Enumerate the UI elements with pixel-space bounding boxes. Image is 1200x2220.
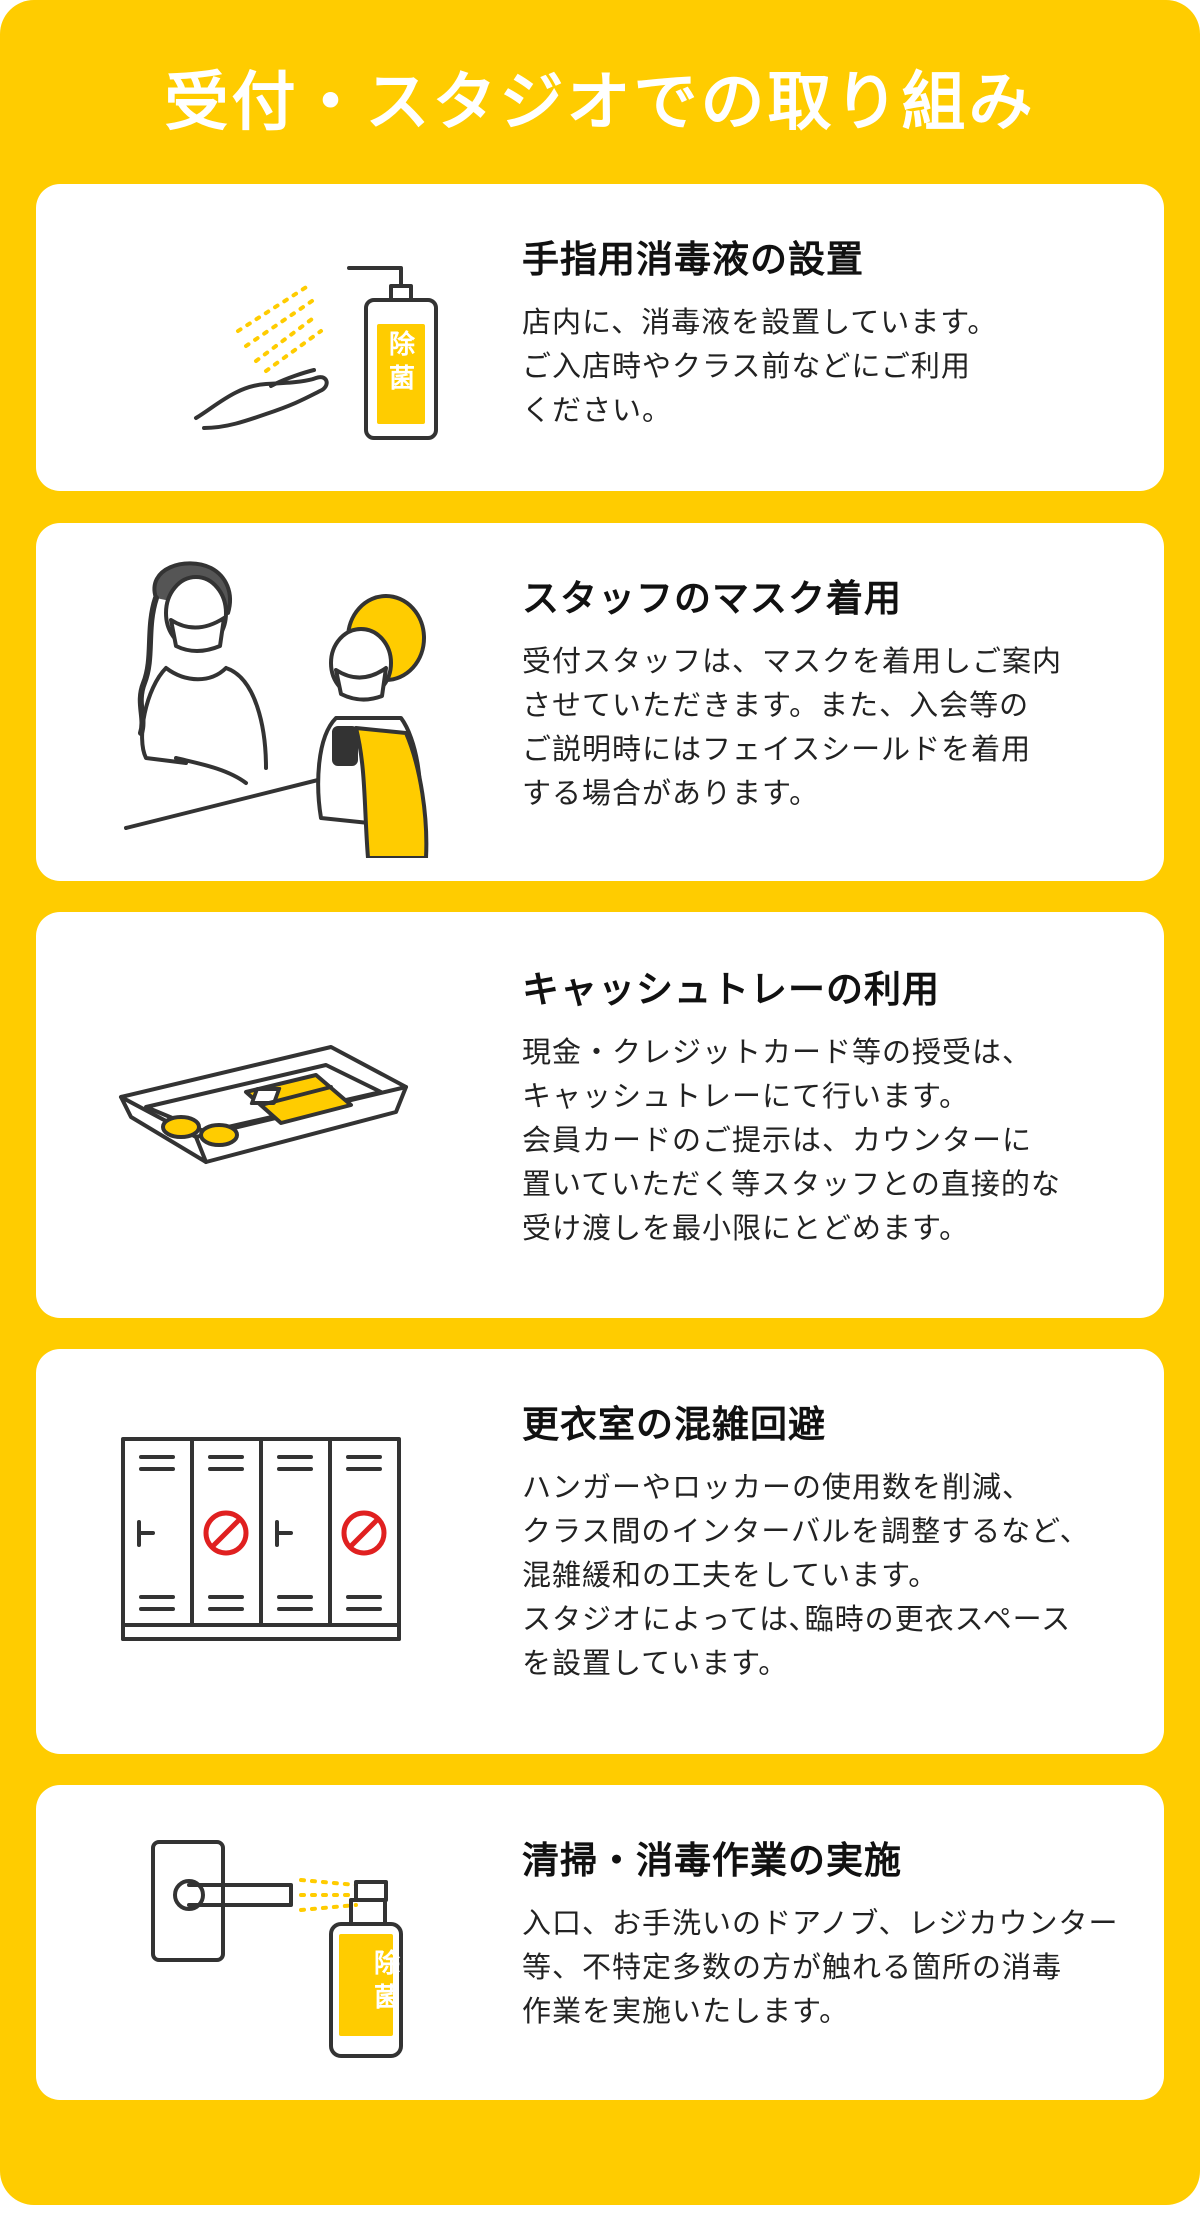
bottle-label: 除菌 bbox=[373, 1949, 400, 2013]
masked-staff-icon bbox=[36, 523, 476, 881]
card-cleaning: 除菌 清掃・消毒作業の実施 入口、お手洗いのドアノブ、レジカウンター 等、不特定… bbox=[36, 1785, 1164, 2100]
card-title: キャッシュトレーの利用 bbox=[522, 968, 940, 1011]
card-hand-sanitizer: 除菌 手指用消毒液の設置 店内に、消毒液を設置しています。 ご入店時やクラス前な… bbox=[36, 184, 1164, 491]
card-title: 手指用消毒液の設置 bbox=[522, 238, 864, 281]
card-staff-mask: スタッフのマスク着用 受付スタッフは、マスクを着用しご案内 させていただきます。… bbox=[36, 523, 1164, 881]
page-title: 受付・スタジオでの取り組み bbox=[164, 66, 1036, 140]
cash-tray-icon bbox=[36, 912, 476, 1318]
card-title: 清掃・消毒作業の実施 bbox=[522, 1839, 902, 1882]
card-body: ハンガーやロッカーの使用数を削減、 クラス間のインターバルを調整するなど、 混雑… bbox=[522, 1470, 1090, 1680]
bottle-label: 除菌 bbox=[388, 330, 415, 394]
card-body: 入口、お手洗いのドアノブ、レジカウンター 等、不特定多数の方が触れる箇所の消毒 … bbox=[522, 1906, 1119, 2028]
card-cash-tray: キャッシュトレーの利用 現金・クレジットカード等の授受は、 キャッシュトレーにて… bbox=[36, 912, 1164, 1318]
card-title: スタッフのマスク着用 bbox=[522, 577, 902, 620]
card-locker-room: 更衣室の混雑回避 ハンガーやロッカーの使用数を削減、 クラス間のインターバルを調… bbox=[36, 1349, 1164, 1754]
card-body: 受付スタッフは、マスクを着用しご案内 させていただきます。また、入会等の ご説明… bbox=[522, 644, 1063, 810]
locker-icon bbox=[36, 1349, 476, 1754]
hand-sanitizer-icon: 除菌 bbox=[36, 184, 476, 491]
card-title: 更衣室の混雑回避 bbox=[522, 1403, 826, 1446]
card-body: 店内に、消毒液を設置しています。 ご入店時やクラス前などにご利用 ください。 bbox=[522, 305, 998, 427]
door-disinfect-icon: 除菌 bbox=[36, 1785, 476, 2100]
card-body: 現金・クレジットカード等の授受は、 キャッシュトレーにて行います。 会員カードの… bbox=[522, 1035, 1061, 1245]
